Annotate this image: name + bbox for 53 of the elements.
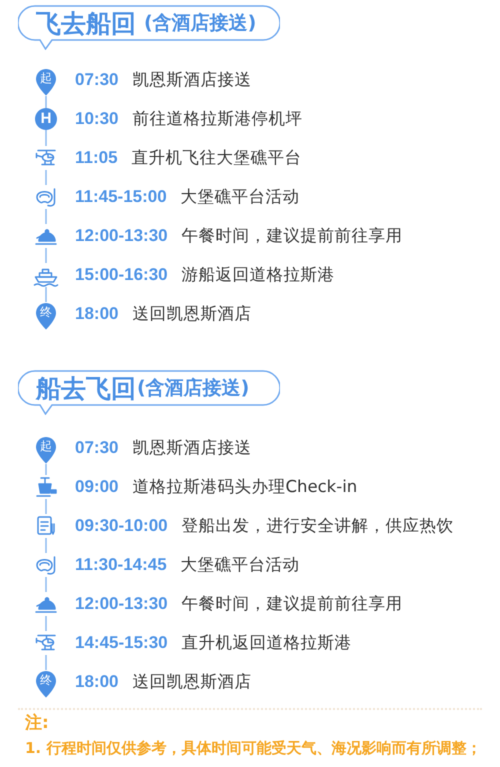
- activity-text: 直升机飞往大堡礁平台: [132, 147, 302, 169]
- activity-text: 送回凯恩斯酒店: [132, 303, 252, 325]
- activity-text: 大堡礁平台活动: [180, 186, 300, 208]
- map-pin-marker: 起: [35, 68, 57, 96]
- route-title: 船去飞回: [36, 372, 136, 404]
- activity-text: 凯恩斯酒店接送: [132, 437, 252, 459]
- timeline-line: [45, 130, 47, 146]
- route-title: 飞去船回: [36, 8, 136, 40]
- time-label: 07:30: [75, 69, 118, 91]
- route-subtitle: (含酒店接送): [144, 11, 256, 36]
- timeline-line: [45, 170, 47, 185]
- time-label: 14:45-15:30: [75, 632, 168, 654]
- timeline-line: [45, 464, 47, 475]
- activity-text: 道格拉斯港码头办理Check-in: [132, 476, 358, 498]
- time-label: 09:00: [75, 476, 118, 498]
- activity-text: 前往道格拉斯港停机坪: [132, 108, 302, 130]
- map-pin-marker: 起: [35, 436, 57, 464]
- timeline-line: [45, 209, 47, 224]
- activity-text: 凯恩斯酒店接送: [132, 69, 252, 91]
- time-label: 11:45-15:00: [75, 186, 167, 208]
- timeline-line: [45, 96, 47, 108]
- activity-text: 登船出发，进行安全讲解，供应热饮: [182, 515, 454, 537]
- timeline-line: [45, 616, 47, 631]
- activity-text: 午餐时间，建议提前前往享用: [182, 593, 403, 615]
- timeline-line: [45, 499, 47, 514]
- speech-bubble-tag: [18, 5, 280, 50]
- time-label: 18:00: [75, 671, 118, 693]
- timeline-line: [45, 248, 47, 263]
- note-text: 1. 行程时间仅供参考，具体时间可能受天气、海况影响而有所调整；: [25, 738, 482, 759]
- activity-text: 大堡礁平台活动: [180, 554, 300, 576]
- time-label: 18:00: [75, 303, 118, 325]
- activity-text: 午餐时间，建议提前前往享用: [182, 225, 403, 247]
- timeline-line: [45, 655, 47, 670]
- circle-marker: H: [35, 108, 57, 130]
- timeline-line: [45, 538, 47, 553]
- time-label: 10:30: [75, 108, 118, 130]
- map-pin-marker: 终: [35, 302, 57, 330]
- activity-text: 游船返回道格拉斯港: [182, 264, 335, 286]
- activity-text: 直升机返回道格拉斯港: [182, 632, 352, 654]
- activity-text: 送回凯恩斯酒店: [132, 671, 252, 693]
- time-label: 07:30: [75, 437, 118, 459]
- time-label: 11:30-14:45: [75, 554, 167, 576]
- time-label: 15:00-16:30: [75, 264, 168, 286]
- timeline-line: [45, 577, 47, 592]
- speech-bubble-tag: [18, 370, 280, 415]
- time-label: 09:30-10:00: [75, 515, 168, 537]
- map-pin-marker: 终: [35, 670, 57, 698]
- timeline-line: [45, 287, 47, 302]
- time-label: 12:00-13:30: [75, 593, 168, 615]
- route-subtitle: (含酒店接送): [137, 376, 250, 401]
- time-label: 12:00-13:30: [75, 225, 168, 247]
- time-label: 11:05: [75, 147, 118, 169]
- note-heading: 注:: [25, 712, 49, 734]
